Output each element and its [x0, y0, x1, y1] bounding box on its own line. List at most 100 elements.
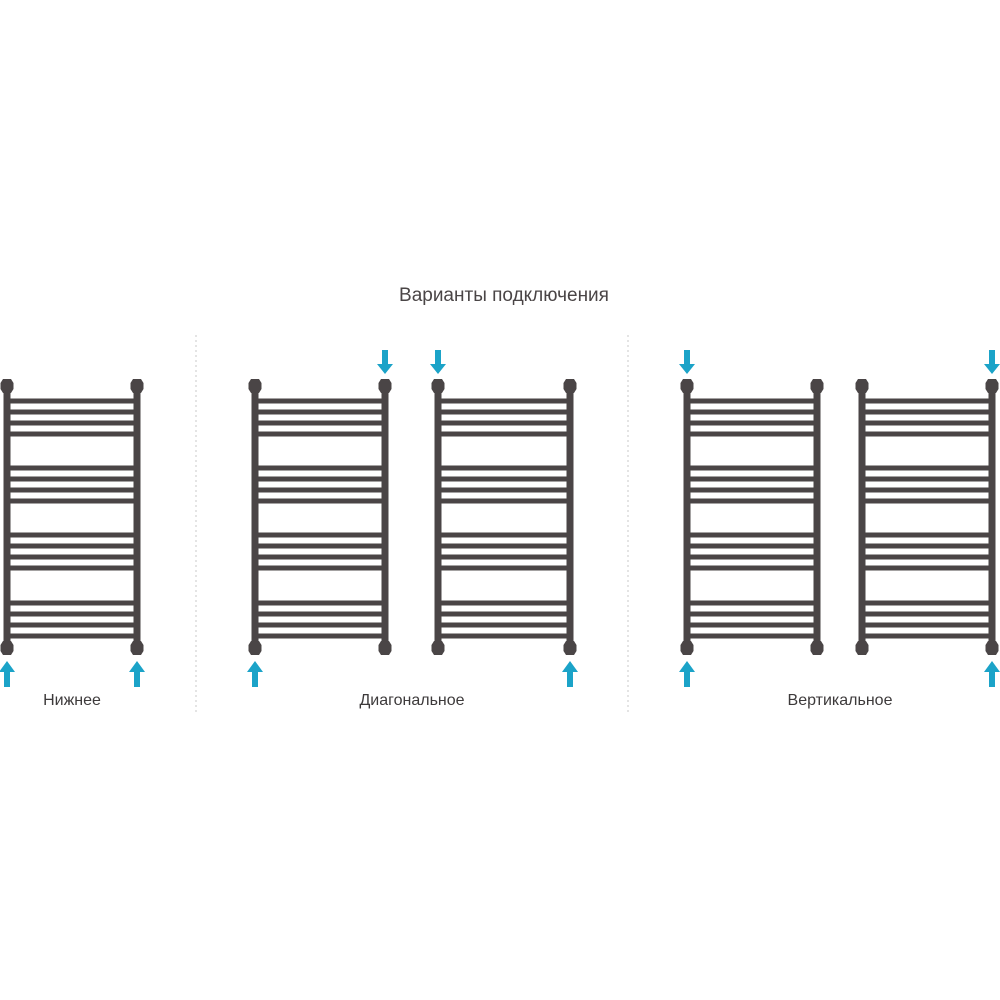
crossbar: [862, 465, 992, 471]
crossbar: [862, 431, 992, 437]
crossbar: [7, 431, 137, 437]
vertical-rail: [381, 386, 389, 648]
crossbar: [862, 554, 992, 560]
crossbar: [7, 622, 137, 628]
crossbar: [7, 498, 137, 504]
crossbar: [438, 565, 570, 571]
crossbar: [255, 554, 385, 560]
crossbar: [7, 398, 137, 404]
crossbar: [7, 543, 137, 549]
crossbar: [7, 633, 137, 639]
rail-cap: [680, 379, 694, 393]
arrow-down-icon: [377, 350, 393, 374]
rail-cap: [985, 379, 999, 393]
crossbar: [438, 611, 570, 617]
crossbar: [687, 409, 817, 415]
arrow-up-icon: [562, 661, 578, 687]
crossbar: [687, 398, 817, 404]
arrow-down-icon: [679, 350, 695, 374]
arrow-up-icon: [129, 661, 145, 687]
crossbar: [438, 633, 570, 639]
crossbar: [7, 565, 137, 571]
towel-rail-4: [679, 350, 824, 687]
rail-cap: [985, 641, 999, 655]
crossbar: [862, 420, 992, 426]
crossbar: [687, 476, 817, 482]
crossbar: [438, 622, 570, 628]
crossbar: [255, 476, 385, 482]
label-diagonal-connection: Диагональное: [359, 692, 465, 709]
crossbar: [255, 611, 385, 617]
crossbar: [687, 487, 817, 493]
crossbar: [862, 600, 992, 606]
crossbar: [862, 409, 992, 415]
crossbar: [438, 476, 570, 482]
rail-cap: [0, 379, 14, 393]
label-bottom-connection: Нижнее: [43, 692, 101, 709]
crossbar: [438, 420, 570, 426]
crossbar: [687, 543, 817, 549]
rail-cap: [130, 379, 144, 393]
crossbar: [438, 498, 570, 504]
crossbar: [687, 565, 817, 571]
crossbar: [255, 600, 385, 606]
rail-cap: [378, 379, 392, 393]
crossbar: [438, 487, 570, 493]
vertical-rail: [858, 386, 866, 648]
crossbar: [438, 554, 570, 560]
crossbar: [255, 465, 385, 471]
towel-rail-1: [0, 379, 145, 687]
rail-cap: [855, 379, 869, 393]
rail-cap: [378, 641, 392, 655]
crossbar: [255, 633, 385, 639]
rail-cap: [855, 641, 869, 655]
crossbar: [255, 532, 385, 538]
rail-cap: [810, 641, 824, 655]
crossbar: [255, 498, 385, 504]
label-vertical-connection: Вертикальное: [787, 692, 893, 709]
towel-rail-3: [430, 350, 578, 687]
crossbar: [7, 465, 137, 471]
crossbar: [687, 611, 817, 617]
vertical-rail: [988, 386, 996, 648]
crossbar: [255, 565, 385, 571]
rail-cap: [130, 641, 144, 655]
crossbar: [862, 476, 992, 482]
crossbar: [255, 543, 385, 549]
crossbar: [438, 431, 570, 437]
crossbar: [438, 465, 570, 471]
vertical-rail: [566, 386, 574, 648]
crossbar: [862, 622, 992, 628]
towel-rail-5: [855, 350, 1000, 687]
rail-cap: [563, 379, 577, 393]
crossbar: [7, 487, 137, 493]
rail-cap: [248, 641, 262, 655]
crossbar: [438, 600, 570, 606]
vertical-rail: [813, 386, 821, 648]
crossbar: [687, 622, 817, 628]
vertical-rail: [133, 386, 141, 648]
vertical-rail: [251, 386, 259, 648]
crossbar: [7, 554, 137, 560]
crossbar: [687, 465, 817, 471]
crossbar: [438, 398, 570, 404]
crossbar: [255, 622, 385, 628]
crossbar: [862, 633, 992, 639]
crossbar: [255, 398, 385, 404]
crossbar: [862, 565, 992, 571]
crossbar: [862, 498, 992, 504]
crossbar: [687, 532, 817, 538]
rail-cap: [680, 641, 694, 655]
rail-cap: [248, 379, 262, 393]
diagram-title: Варианты подключения: [399, 285, 609, 306]
arrow-down-icon: [984, 350, 1000, 374]
crossbar: [438, 409, 570, 415]
vertical-rail: [683, 386, 691, 648]
crossbar: [687, 420, 817, 426]
rail-cap: [0, 641, 14, 655]
crossbar: [7, 476, 137, 482]
crossbar: [862, 611, 992, 617]
crossbar: [687, 554, 817, 560]
crossbar: [862, 532, 992, 538]
